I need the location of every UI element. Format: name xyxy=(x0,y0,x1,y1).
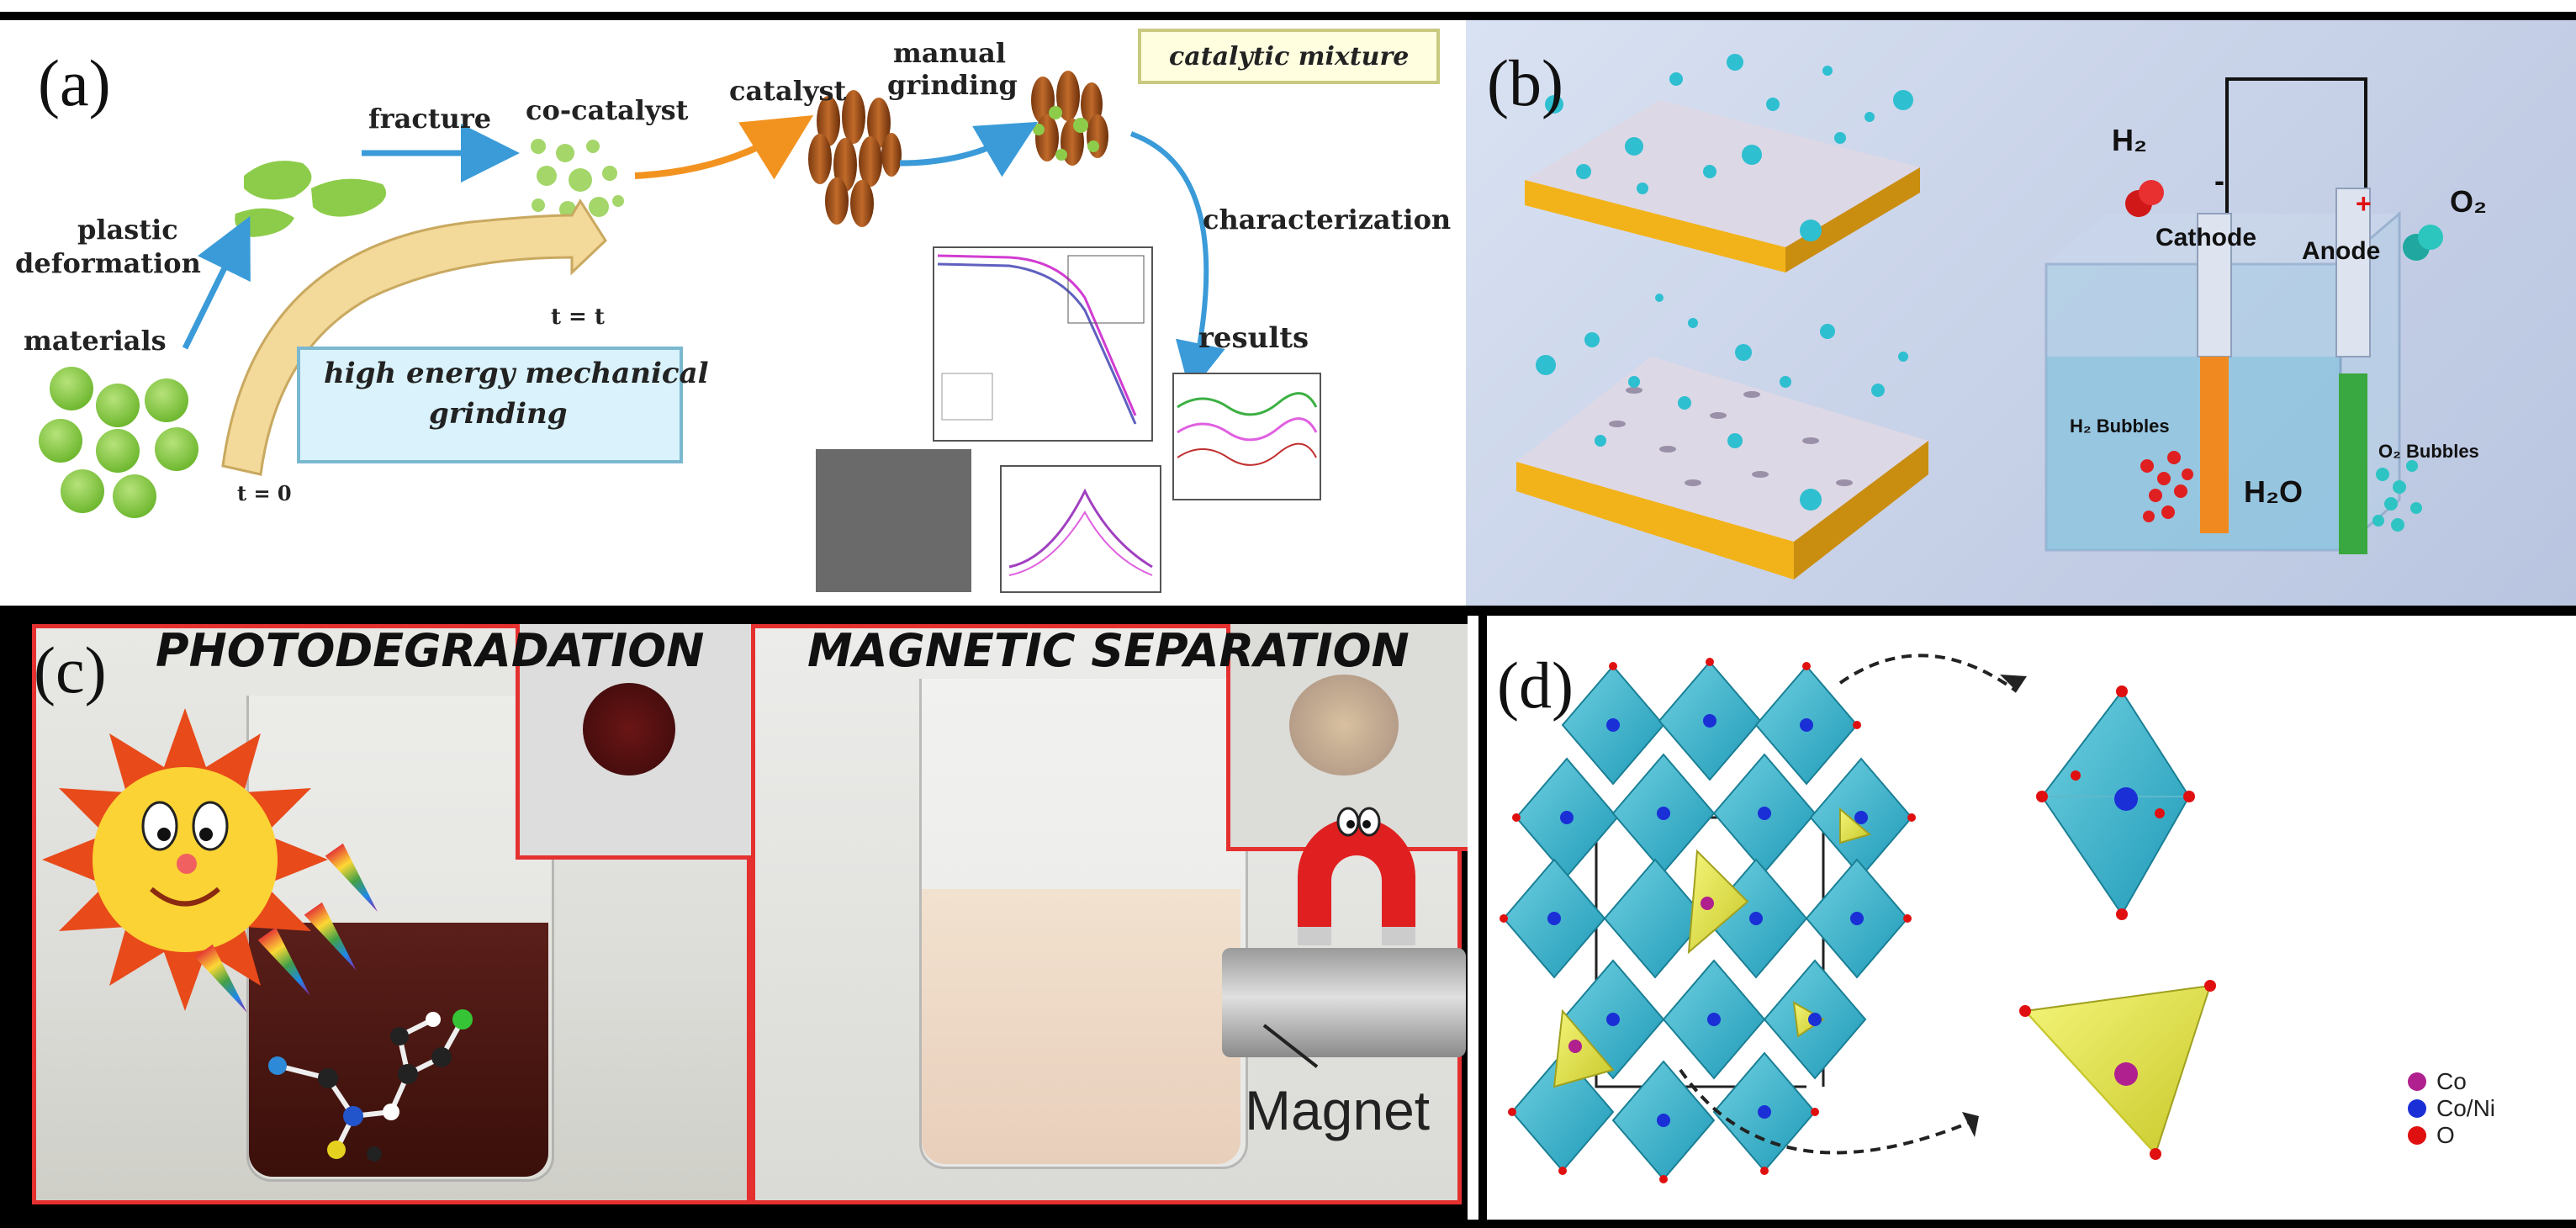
text-t-eq-0: t = 0 xyxy=(237,481,292,505)
sun-illustration xyxy=(42,708,328,1011)
text-catalyst: catalyst xyxy=(729,75,847,107)
magnetic-separation-photo xyxy=(751,624,1468,1204)
bottom-border xyxy=(0,1220,2576,1228)
text-o2: O₂ xyxy=(2450,184,2487,219)
catalyst-barrels xyxy=(808,90,902,227)
panel-b: (b) H₂ O₂ - + Cathode Anode H₂ Bubbles O… xyxy=(1466,20,2576,606)
label-b: (b) xyxy=(1487,46,1563,119)
text-deformation: deformation xyxy=(15,247,201,279)
top-border xyxy=(0,12,2576,20)
panel-c: PHOTODEGRADATION xyxy=(0,616,1468,1220)
big-curved-arrow xyxy=(221,198,607,476)
text-catalytic-mixture: catalytic mixture xyxy=(1169,42,1410,71)
text-fracture: fracture xyxy=(368,103,492,135)
cylinder-magnet xyxy=(1222,948,1466,1057)
horseshoe-magnet xyxy=(1298,807,1415,945)
text-hemg-1: high energy mechanical xyxy=(324,357,709,390)
legend: Co Co/Ni O xyxy=(2408,1068,2495,1149)
isolated-octahedron xyxy=(2036,685,2195,920)
text-anode: Anode xyxy=(2302,237,2381,265)
text-magnet: Magnet xyxy=(1245,1079,1431,1141)
panel-a: (a) fracture co-catalyst catalyst manual… xyxy=(0,20,1463,606)
flakes xyxy=(235,161,387,237)
crystal-structure xyxy=(1500,654,2216,1183)
panel-b-graphics xyxy=(1516,54,2443,580)
text-manual: manual xyxy=(893,37,1007,69)
text-o2-bubbles: O₂ Bubbles xyxy=(2378,441,2479,462)
text-cathode: Cathode xyxy=(2155,224,2256,251)
legend-item-o: O xyxy=(2408,1122,2495,1149)
inset-right xyxy=(1226,624,1468,851)
legend-dot-coni xyxy=(2408,1099,2426,1118)
legend-dot-o xyxy=(2408,1126,2426,1145)
label-a: (a) xyxy=(38,46,111,119)
molecule-model xyxy=(268,1009,473,1162)
result-chart-1 xyxy=(933,246,1153,442)
legend-label-coni: Co/Ni xyxy=(2436,1095,2496,1121)
text-co-catalyst: co-catalyst xyxy=(526,94,689,126)
text-h2o: H₂O xyxy=(2244,474,2303,509)
dark-solution xyxy=(249,923,548,1177)
panel-d: (d) Co Co/Ni O xyxy=(1478,616,2576,1220)
middle-divider xyxy=(0,606,2576,616)
text-characterization: characterization xyxy=(1203,204,1452,236)
legend-item-co: Co xyxy=(2408,1068,2495,1095)
mixture-barrels xyxy=(1031,71,1108,166)
legend-label-o: O xyxy=(2436,1122,2455,1148)
panel-a-graphics xyxy=(39,29,1440,593)
legend-item-coni: Co/Ni xyxy=(2408,1095,2495,1122)
isolated-tetrahedron xyxy=(2019,980,2216,1160)
text-hemg-2: grinding xyxy=(429,397,568,431)
legend-dot-co xyxy=(2408,1072,2426,1091)
label-c: (c) xyxy=(34,633,107,707)
title-photodegradation: PHOTODEGRADATION xyxy=(156,624,705,677)
clear-solution xyxy=(922,889,1240,1164)
result-chart-2 xyxy=(1172,373,1321,500)
title-magnetic-separation: MAGNETIC SEPARATION xyxy=(807,624,1410,677)
result-chart-3 xyxy=(1000,465,1161,593)
text-materials: materials xyxy=(24,325,167,357)
inset-left xyxy=(516,624,764,860)
text-plus: + xyxy=(2356,188,2372,219)
text-h2-bubbles: H₂ Bubbles xyxy=(2070,416,2170,437)
text-grinding: grinding xyxy=(887,69,1018,101)
text-minus: - xyxy=(2214,163,2224,198)
text-h2: H₂ xyxy=(2112,123,2147,157)
sem-image xyxy=(816,449,971,592)
label-d: (d) xyxy=(1497,648,1574,722)
text-t-eq-t: t = t xyxy=(551,304,605,330)
legend-label-co: Co xyxy=(2436,1068,2467,1094)
text-plastic: plastic xyxy=(77,214,178,246)
materials-spheres xyxy=(39,367,198,518)
text-results: results xyxy=(1198,321,1309,355)
